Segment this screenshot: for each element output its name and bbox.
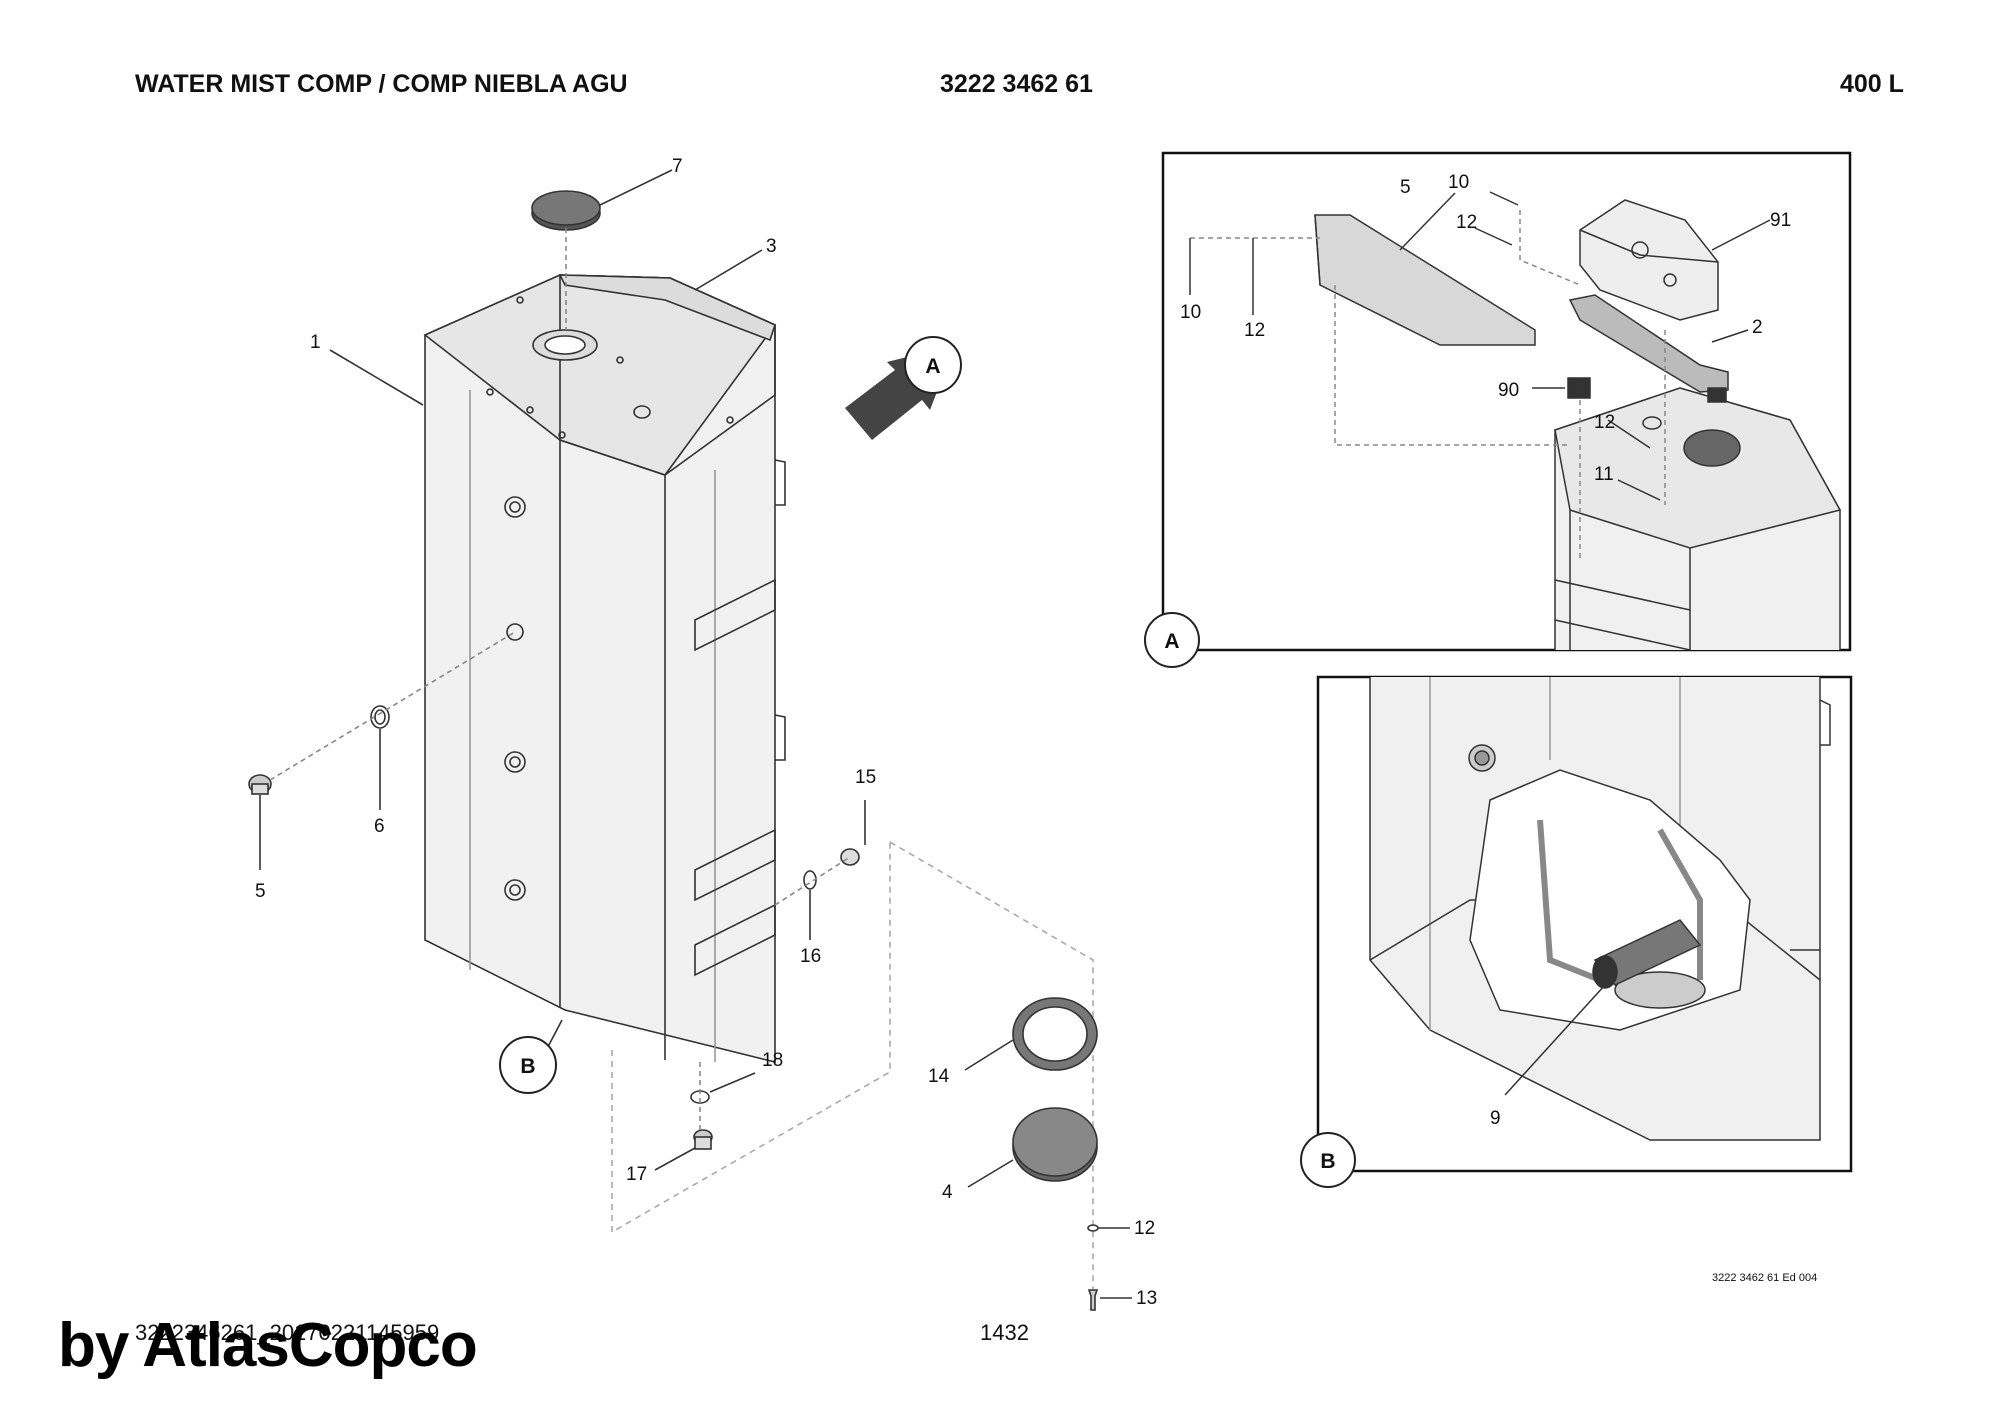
view-b-marker: [499, 1036, 557, 1094]
callout-16: 16: [800, 946, 821, 967]
valve-block: [1579, 199, 1719, 321]
callout-6: 6: [374, 816, 385, 837]
callout-a-10-left: 10: [1180, 302, 1201, 323]
drawing-reference-code: 3222 3462 61 Ed 004: [1712, 1272, 1818, 1284]
filler-cap: [531, 190, 601, 231]
gasket: [1012, 997, 1098, 1071]
ring-16: [803, 870, 817, 890]
document-id: 3222346261_20170221145959: [135, 1320, 440, 1345]
view-a-marker-label: A: [925, 355, 940, 378]
plug-17: [693, 1129, 713, 1150]
model-designation: 400 L: [1840, 70, 1904, 98]
callout-a-11: 11: [1594, 464, 1614, 485]
callout-12: 12: [1134, 1218, 1155, 1239]
callout-a-2: 2: [1752, 317, 1763, 338]
suction-strainer: [1592, 919, 1702, 989]
view-b-marker-label: B: [520, 1055, 535, 1078]
callout-a-5: 5: [1400, 177, 1411, 198]
document-title: WATER MIST COMP / COMP NIEBLA AGU: [135, 70, 628, 98]
callout-a-91: 91: [1770, 210, 1791, 231]
callout-4: 4: [942, 1182, 953, 1203]
callout-a-12-mid: 12: [1594, 412, 1615, 433]
callout-a-12-left: 12: [1244, 320, 1265, 341]
detail-view-a: A 10 12 5 10 12 91 2 90 12 11: [1144, 151, 1852, 668]
callout-b-9: 9: [1490, 1108, 1501, 1129]
view-a-marker: [904, 336, 962, 394]
callout-a-90: 90: [1498, 380, 1519, 401]
detail-view-b: B 9: [1300, 675, 1853, 1188]
callout-18: 18: [762, 1050, 783, 1071]
watermark: by AtlasCopco: [58, 1311, 478, 1380]
side-port-top: [504, 496, 526, 518]
callout-15: 15: [855, 767, 876, 788]
drain-plug: [248, 774, 272, 795]
part-number: 3222 3462 61: [940, 70, 1093, 98]
side-port-lower: [504, 751, 526, 773]
callout-1: 1: [310, 332, 321, 353]
tank-body: [423, 274, 786, 1064]
callout-17: 17: [626, 1164, 647, 1185]
rubber-mount: [1567, 377, 1727, 403]
cover-plate: [1012, 1107, 1098, 1182]
plug-15: [840, 848, 860, 866]
page-number: 1432: [980, 1320, 1029, 1345]
side-port-upper: [506, 623, 524, 641]
callout-14: 14: [928, 1066, 950, 1087]
side-port-bottom: [504, 879, 526, 901]
seal-ring: [370, 705, 390, 729]
detail-b-label: B: [1320, 1150, 1335, 1173]
detail-a-label: A: [1164, 630, 1179, 653]
callout-7: 7: [672, 156, 683, 177]
callout-a-10-top: 10: [1448, 172, 1469, 193]
callout-3: 3: [766, 236, 777, 257]
screw-13: [1087, 1289, 1099, 1311]
callout-5: 5: [255, 881, 266, 902]
callout-13: 13: [1136, 1288, 1157, 1309]
callout-a-12-top: 12: [1456, 212, 1477, 233]
